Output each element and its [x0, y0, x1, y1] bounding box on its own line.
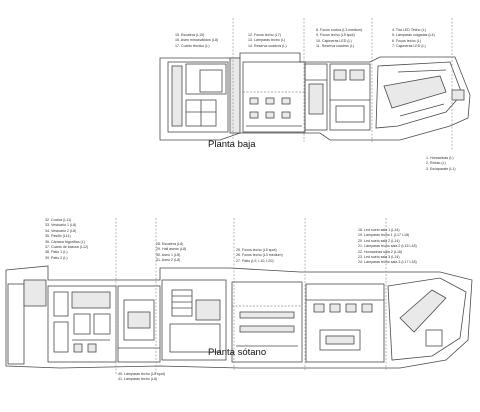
legend-item: 7. Cajoneras LED (L)	[392, 44, 426, 49]
legend-item: 38. Patio 1 (L)	[45, 250, 68, 255]
legend-item: 39. Patio 2 (L)	[45, 255, 68, 260]
legend-item: 24. Lámparas techo sala 3 (L17 L18)	[358, 260, 417, 265]
legend-item: 3. Escaparate (L1)	[426, 166, 456, 171]
legend-item: 18. Led suelo sala 1 (L14)	[358, 228, 400, 232]
legend-item: 13. Lámparas techo (L)	[248, 38, 286, 43]
legend-ground-zone-3: 8. Focos cocina (L3 medium) 9. Focos tec…	[316, 28, 362, 50]
legend-item: 28. Escalera (L8)	[156, 242, 184, 246]
legend-ground-zone-5: 1. Hornacinas (L) 2. Rótulo (L) 3. Escap…	[426, 156, 456, 172]
legend-item: 32. Cocina (L11)	[45, 218, 72, 222]
legend-item: 26. Focos techo (L3 medium)	[236, 253, 283, 258]
basement-title: Planta sótano	[208, 347, 267, 358]
legend-item: 21. Lámparas techo sala 2 (L15 L18)	[358, 244, 417, 249]
ground-floor-plan	[159, 52, 471, 141]
legend-item: 19. Lámparas techo 1 (L17 L18)	[358, 233, 410, 238]
basement-zone-dividers	[115, 218, 387, 374]
legend-item: 14. Reserva cuadros (L)	[248, 43, 287, 48]
legend-basement-zone-4: 18. Led suelo sala 1 (L14) 19. Lámparas …	[358, 228, 417, 266]
legend-ground-zone-1: 15. Escalera (L15) 16. Aseo minusválidos…	[175, 33, 218, 49]
legend-item: 2. Rótulo (L)	[426, 161, 446, 166]
legend-item: 33. Vestuario 1 (L8)	[45, 223, 77, 228]
legend-item: 34. Vestuario 2 (L8)	[45, 228, 77, 233]
legend-item: 4. Tira LED Techo (L)	[392, 28, 426, 32]
legend-item: 10. Cajoneras LED (L)	[316, 38, 352, 43]
legend-item: 27. Patio (L9, L10, L20)	[236, 258, 274, 263]
legend-item: 40. Lámparas techo (L5 spot)	[118, 372, 165, 376]
legend-item: 9. Focos techo (L5 spot)	[316, 33, 355, 38]
legend-item: 6. Focos techo (L)	[392, 38, 421, 43]
legend-item: 23. Led suelo sala 3 (L14)	[358, 254, 400, 259]
legend-basement-zone-1: 32. Cocina (L11) 33. Vestuario 1 (L8) 34…	[45, 218, 88, 261]
legend-item: 29. Hall aseos (L8)	[156, 247, 187, 252]
legend-item: 12. Focos techo (L7)	[248, 33, 281, 37]
legend-item: 31. Aseo 2 (L8)	[156, 258, 181, 263]
legend-item: 16. Aseo minusválidos (L8)	[175, 38, 219, 43]
basement-plan	[5, 265, 473, 369]
legend-ground-zone-4: 4. Tira LED Techo (L) 5. Lámparas colgad…	[392, 28, 435, 50]
legend-item: 30. Aseo 1 (L8)	[156, 252, 181, 257]
ground-floor-zone-dividers	[232, 18, 453, 150]
legend-basement-zone-3: 25. Focos techo (L5 spot) 26. Focos tech…	[236, 248, 283, 264]
legend-item: 37. Cuarto de basura (L12)	[45, 244, 89, 249]
legend-item: 11. Reserva cuadros (L)	[316, 44, 355, 49]
ground-floor-title: Planta baja	[208, 139, 256, 150]
legend-item: 35. Pasillo (L11)	[45, 234, 71, 239]
legend-item: 8. Focos cocina (L3 medium)	[316, 28, 363, 32]
legend-item: 1. Hornacinas (L)	[426, 156, 454, 160]
legend-basement-zone-5: 40. Lámparas techo (L5 spot) 41. Lámpara…	[118, 372, 165, 383]
legend-item: 41. Lámparas techo (L6)	[118, 377, 158, 382]
legend-item: 22. Hornacinas sala 2 (L16)	[358, 249, 403, 254]
legend-item: 20. Led suelo sala 2 (L14)	[358, 238, 400, 243]
legend-item: 17. Cuarto técnico (L)	[175, 43, 210, 48]
legend-basement-zone-2: 28. Escalera (L8) 29. Hall aseos (L8) 30…	[156, 242, 186, 264]
legend-item: 5. Lámparas colgadas (L4)	[392, 33, 435, 38]
legend-item: 25. Focos techo (L5 spot)	[236, 248, 277, 252]
legend-item: 15. Escalera (L15)	[175, 33, 205, 37]
legend-item: 36. Cámara frigorífica (L)	[45, 239, 85, 244]
legend-ground-zone-2: 12. Focos techo (L7) 13. Lámparas techo …	[248, 33, 287, 49]
